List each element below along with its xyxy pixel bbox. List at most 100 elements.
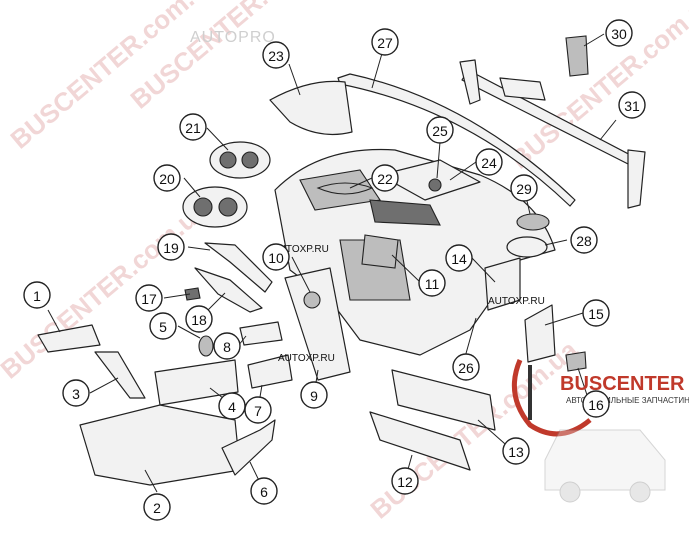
callout-26: 26 [452,353,480,381]
part-19-trim [204,242,273,293]
callout-19: 19 [157,233,185,261]
callout-number: 12 [397,474,413,490]
callout-13: 13 [502,437,530,465]
callout-23: 23 [262,41,290,69]
callout-circle [149,312,177,340]
callout-circle [371,28,399,56]
callout-circle [135,284,163,312]
callout-4: 4 [218,392,246,420]
part-16-switch [565,351,587,372]
callout-layer: 1234567891011121314151617181920212223242… [23,19,646,521]
callout-29: 29 [510,174,538,202]
callout-21: 21 [179,113,207,141]
part-30-bracket [565,35,589,77]
callout-number: 30 [611,26,627,42]
callout-number: 27 [377,35,393,51]
callout-11: 11 [418,269,446,297]
callout-number: 5 [159,319,167,335]
part-13-glovebox [391,369,496,431]
part-6-bracket [221,419,276,476]
callout-number: 14 [451,251,467,267]
callout-circle [143,493,171,521]
callout-8: 8 [213,332,241,360]
brand-tagline: АВТОМОБИЛЬНЫЕ ЗАПЧАСТИНИ [566,396,689,405]
callout-circle [250,477,278,505]
callout-circle [426,116,454,144]
part-29-cap [516,213,550,231]
part-11-vent-grille [361,234,399,269]
callout-28: 28 [570,226,598,254]
part-21-gauge-bezel [209,141,271,179]
part-10-vent-round [303,291,321,309]
callout-number: 19 [163,240,179,256]
callout-circle [371,164,399,192]
callout-2: 2 [143,493,171,521]
callout-circle [618,91,646,119]
callout-22: 22 [371,164,399,192]
callout-circle [391,467,419,495]
part-2-lower-console [79,404,241,486]
part-22-vent [316,182,374,195]
part-20-gauge-bezel [182,186,248,228]
callout-number: 1 [33,288,41,304]
callout-9: 9 [300,381,328,409]
callout-number: 24 [481,155,497,171]
callout-number: 26 [458,360,474,376]
callout-14: 14 [445,244,473,272]
callout-number: 3 [72,386,80,402]
callout-20: 20 [153,164,181,192]
part-25-knob [428,178,442,192]
callout-3: 3 [62,379,90,407]
callout-12: 12 [391,467,419,495]
callout-circle [445,244,473,272]
callout-number: 4 [228,399,236,415]
callout-1: 1 [23,281,51,309]
callout-18: 18 [185,305,213,333]
callout-number: 10 [268,250,284,266]
callout-number: 17 [141,291,157,307]
part-17-clip [184,287,201,301]
callout-30: 30 [605,19,633,47]
callout-number: 11 [425,276,440,292]
callout-number: 15 [588,306,604,322]
callout-circle [582,390,610,418]
part-5-knob [198,335,214,357]
callout-number: 31 [624,98,640,114]
callout-circle [300,381,328,409]
callout-number: 23 [268,48,284,64]
buscenter-logo: BUSCENTER АВТОМОБИЛЬНЫЕ ЗАПЧАСТИНИ [511,359,689,503]
callout-25: 25 [426,116,454,144]
callout-number: 25 [432,123,448,139]
callout-circle [157,233,185,261]
site-tag: AUTOXP.RU [488,296,545,307]
callout-number: 29 [516,181,532,197]
callout-circle [418,269,446,297]
part-31-crossbeam [459,59,646,209]
part-15-end-cap [524,304,556,363]
top-watermark: AUTOPRO [190,29,276,46]
callout-circle [570,226,598,254]
callout-circle [502,437,530,465]
callout-number: 6 [260,484,268,500]
callout-circle [582,299,610,327]
callout-circle [244,396,272,424]
part-7-insert [247,354,293,389]
callout-27: 27 [371,28,399,56]
callout-number: 28 [576,233,592,249]
part-9-center-panel [284,267,351,381]
callout-number: 2 [153,500,161,516]
part-24-lid [379,159,481,201]
callout-circle [185,305,213,333]
part-27-trim-strip [337,73,576,207]
van-illustration [544,429,666,503]
callout-number: 20 [159,171,175,187]
callout-circle [213,332,241,360]
callout-circle [262,41,290,69]
callout-circle [262,243,290,271]
callout-number: 9 [310,388,318,404]
callout-17: 17 [135,284,163,312]
callout-number: 18 [191,312,207,328]
site-tag: AUTOXP.RU [278,353,335,364]
part-1-cover [37,324,101,353]
